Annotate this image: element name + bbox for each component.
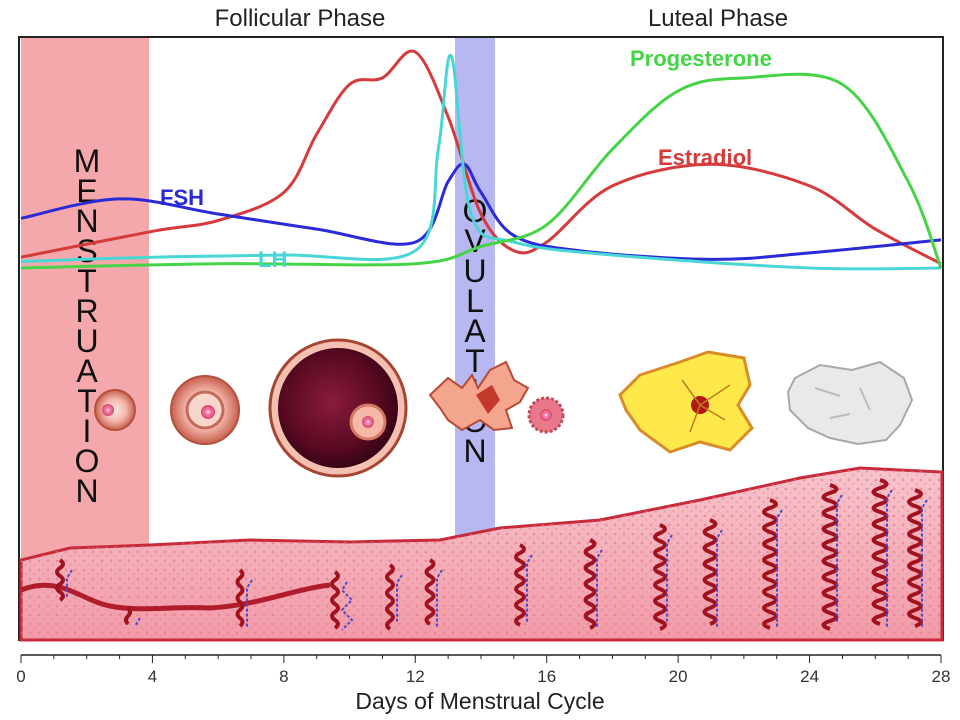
spiral-artery xyxy=(134,617,141,627)
fsh-label: FSH xyxy=(160,185,204,210)
uterine-gland xyxy=(762,498,778,630)
primordial-follicle xyxy=(94,389,136,431)
spiral-artery xyxy=(340,581,354,631)
graafian-follicle xyxy=(268,338,408,478)
x-tick-label: 28 xyxy=(932,667,951,686)
ovarian-follicle-stages xyxy=(94,338,914,478)
uterine-gland xyxy=(235,568,245,628)
released-ovum xyxy=(527,396,565,434)
x-axis-title: Days of Menstrual Cycle xyxy=(355,688,604,714)
follicular-phase-label: Follicular Phase xyxy=(215,5,386,32)
primary-follicle xyxy=(170,375,240,445)
spiral-artery xyxy=(396,574,403,623)
corpus-luteum xyxy=(618,350,754,454)
spiral-artery xyxy=(596,549,603,628)
vertical-letter: M xyxy=(74,143,101,179)
uterine-gland xyxy=(702,518,718,626)
spiral-artery xyxy=(921,499,928,628)
progesterone-label: Progesterone xyxy=(630,46,772,71)
menstruation-band xyxy=(21,38,149,638)
lh-curve xyxy=(20,53,942,271)
vertical-letter: E xyxy=(76,173,97,209)
uterine-gland xyxy=(821,483,839,631)
spiral-artery xyxy=(886,489,893,628)
endometrium-lining xyxy=(19,466,944,642)
vertical-letter: L xyxy=(466,283,484,319)
ruptured-follicle xyxy=(428,360,530,432)
uterine-gland xyxy=(424,558,436,626)
spiral-artery xyxy=(246,579,253,628)
uterine-gland xyxy=(871,478,889,626)
progesterone-curve xyxy=(20,72,943,270)
vertical-letter: A xyxy=(76,353,98,389)
uterine-gland xyxy=(385,563,395,631)
spiral-artery xyxy=(526,554,533,623)
vertical-letter: U xyxy=(463,253,486,289)
x-tick-label: 8 xyxy=(279,667,288,686)
x-tick-label: 16 xyxy=(537,667,556,686)
x-tick-label: 20 xyxy=(669,667,688,686)
x-tick-label: 12 xyxy=(406,667,425,686)
vertical-letter: I xyxy=(83,413,92,449)
x-axis: 0 4 8 12 16 20 24 28 xyxy=(16,654,951,686)
uterine-gland xyxy=(514,543,526,627)
corpus-albicans xyxy=(786,360,914,446)
hormone-curves xyxy=(20,49,943,271)
vertical-letter: T xyxy=(465,343,485,379)
uterine-gland xyxy=(124,606,132,626)
x-tick-label: 24 xyxy=(800,667,819,686)
x-tick-label: 4 xyxy=(148,667,157,686)
vertical-letter: N xyxy=(75,203,98,239)
uterine-gland xyxy=(583,538,597,630)
vertical-letter: N xyxy=(463,433,486,469)
uterine-gland xyxy=(55,558,65,602)
luteal-phase-label: Luteal Phase xyxy=(648,5,788,32)
estradiol-label: Estradiol xyxy=(658,145,752,170)
fsh-curve xyxy=(20,162,942,261)
vertical-letter: R xyxy=(75,293,98,329)
x-tick-label: 0 xyxy=(16,667,25,686)
uterine-gland xyxy=(330,570,340,630)
uterine-glands xyxy=(55,478,928,631)
vertical-letter: O xyxy=(75,443,100,479)
lh-label: LH xyxy=(258,247,287,272)
spiral-artery xyxy=(716,529,723,628)
vertical-letter: A xyxy=(464,313,486,349)
vertical-letter: U xyxy=(75,323,98,359)
vertical-letter: T xyxy=(77,383,97,419)
uterine-gland xyxy=(653,523,667,631)
estradiol-curve xyxy=(20,49,942,266)
spiral-artery xyxy=(836,494,843,623)
vertical-letter: N xyxy=(75,473,98,509)
uterine-gland xyxy=(907,488,923,628)
vertical-letter: T xyxy=(77,263,97,299)
